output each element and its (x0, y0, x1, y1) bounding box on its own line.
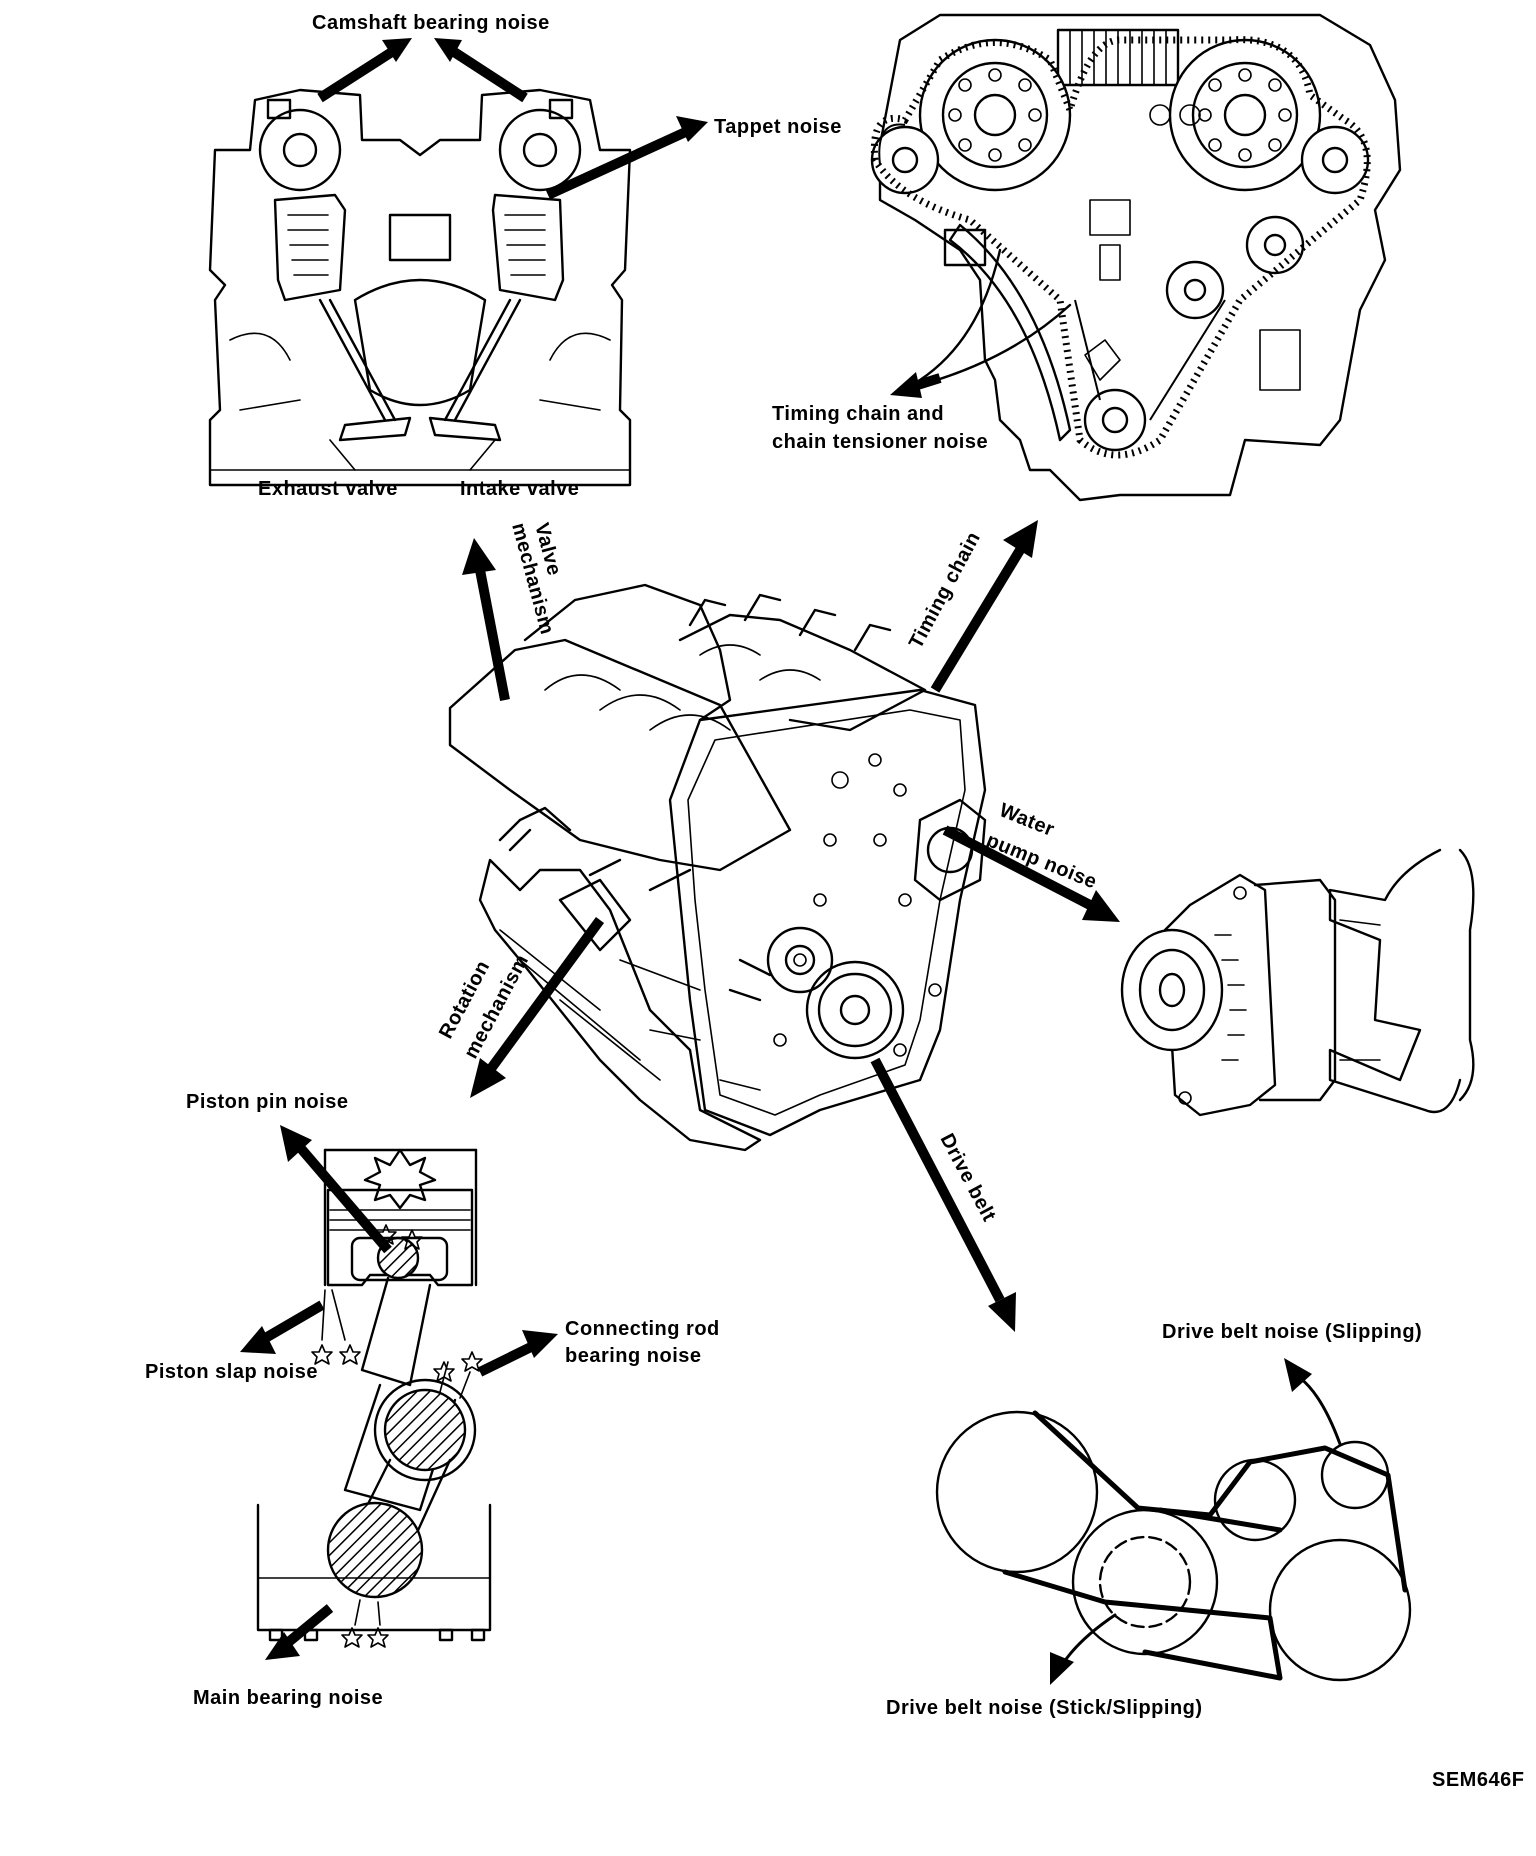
piston-illustration (256, 1148, 492, 1648)
connecting-rod-noise-label-line2: bearing noise (565, 1345, 702, 1367)
cylinder-head-illustration (208, 88, 632, 487)
piston-slap-arrow (240, 1300, 325, 1354)
tappet-noise-label: Tappet noise (714, 116, 842, 138)
main-bearing-noise-label: Main bearing noise (193, 1687, 383, 1709)
valve-mechanism-arrow (462, 538, 510, 701)
camshaft-bearing-noise-label: Camshaft bearing noise (312, 12, 550, 34)
timing-chain-arrow (930, 520, 1038, 693)
main-bearing-arrow (265, 1604, 334, 1660)
figure-code-label: SEM646F (1432, 1769, 1524, 1791)
connecting-rod-arrow (477, 1330, 558, 1377)
rotation-mechanism-arrow (470, 917, 605, 1098)
piston-pin-arrow (280, 1125, 392, 1254)
timing-chain-pointer (890, 248, 1072, 398)
connecting-rod-noise-label-line1: Connecting rod (565, 1318, 720, 1340)
piston-slap-noise-label: Piston slap noise (145, 1361, 318, 1383)
piston-pin-noise-label: Piston pin noise (186, 1091, 348, 1113)
drive-belt-slipping-arrow (1284, 1358, 1342, 1446)
water-pump-arrow (942, 825, 1120, 922)
drive-belt-noise-stick-label: Drive belt noise (Stick/Slipping) (886, 1697, 1203, 1719)
camshaft-arrows (317, 38, 708, 471)
timing-chain-noise-label-line2: chain tensioner noise (772, 431, 988, 453)
drive-belt-label: Drive belt (936, 1130, 1001, 1225)
engine-block-illustration (448, 583, 987, 1152)
intake-valve-label: Intake valve (460, 478, 579, 500)
drive-belt-arrow (870, 1057, 1016, 1332)
drive-belt-illustration (935, 1410, 1412, 1682)
timing-chain-illustration (870, 13, 1402, 502)
drive-belt-noise-slipping-label: Drive belt noise (Slipping) (1162, 1321, 1422, 1343)
exhaust-valve-label: Exhaust valve (258, 478, 398, 500)
timing-chain-noise-label-line1: Timing chain and (772, 403, 944, 425)
water-pump-illustration (1120, 848, 1475, 1117)
drive-belt-stick-arrow (1050, 1613, 1117, 1685)
